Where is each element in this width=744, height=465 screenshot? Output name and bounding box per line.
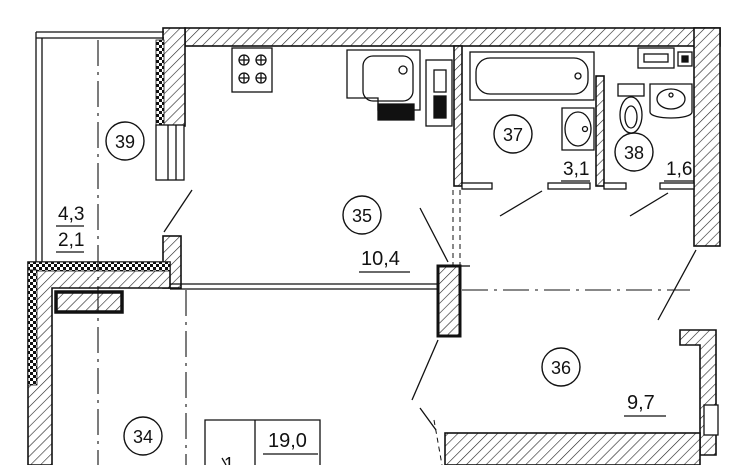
wc-sink-icon xyxy=(649,83,693,119)
room-38: 38 1,6 xyxy=(614,132,694,182)
room-marker xyxy=(541,347,581,387)
dashed-openings xyxy=(433,190,461,465)
room-number: 39 xyxy=(115,132,135,152)
wall-right xyxy=(693,27,721,247)
axes xyxy=(97,40,690,465)
room-number: 38 xyxy=(624,143,644,163)
thin-lines xyxy=(35,31,719,465)
column xyxy=(436,264,462,338)
room-marker xyxy=(342,195,382,235)
partition-wc xyxy=(595,75,605,187)
washbasin-icon xyxy=(561,107,595,151)
bathtub-icon xyxy=(469,51,595,101)
toilet-icon xyxy=(617,83,645,134)
room-area-secondary: 2,1 xyxy=(58,230,84,251)
room-area-partial: 1 xyxy=(224,454,234,465)
wall-bottom xyxy=(444,432,701,465)
room-marker xyxy=(614,132,654,172)
room-number: 34 xyxy=(133,427,153,447)
partition-bath-left xyxy=(453,45,463,187)
wall-balcony xyxy=(162,27,186,127)
room-area: 4,3 xyxy=(58,204,84,225)
room-35: 35 10,4 xyxy=(342,195,410,273)
kitchen-sink-icon xyxy=(346,49,421,121)
room-area: 19,0 xyxy=(268,430,307,452)
room-34: 34 19,0 1 xyxy=(123,416,318,465)
walls xyxy=(27,27,721,465)
room-number: 37 xyxy=(503,125,523,145)
insulation-strip-top xyxy=(155,39,165,126)
room-marker xyxy=(123,416,163,456)
stove-icon xyxy=(231,47,273,93)
insulation-strip-left xyxy=(27,261,171,272)
room-area: 3,1 xyxy=(563,159,589,180)
room-area: 9,7 xyxy=(627,392,655,414)
radiator xyxy=(54,290,124,314)
room-36: 36 9,7 xyxy=(541,347,666,417)
boiler-icon xyxy=(637,47,693,69)
room-39: 39 4,3 2,1 xyxy=(56,121,145,253)
room-marker xyxy=(105,121,145,161)
room-number: 36 xyxy=(551,358,571,378)
room-37: 37 3,1 xyxy=(493,114,590,182)
door-lines xyxy=(163,189,697,431)
wall-top xyxy=(184,27,721,47)
room-area: 1,6 xyxy=(666,159,692,180)
appliance-icon xyxy=(425,59,453,127)
room-number: 35 xyxy=(352,206,372,226)
insulation-strip-left-v xyxy=(27,269,38,386)
room-area: 10,4 xyxy=(361,248,400,270)
room-marker xyxy=(493,114,533,154)
